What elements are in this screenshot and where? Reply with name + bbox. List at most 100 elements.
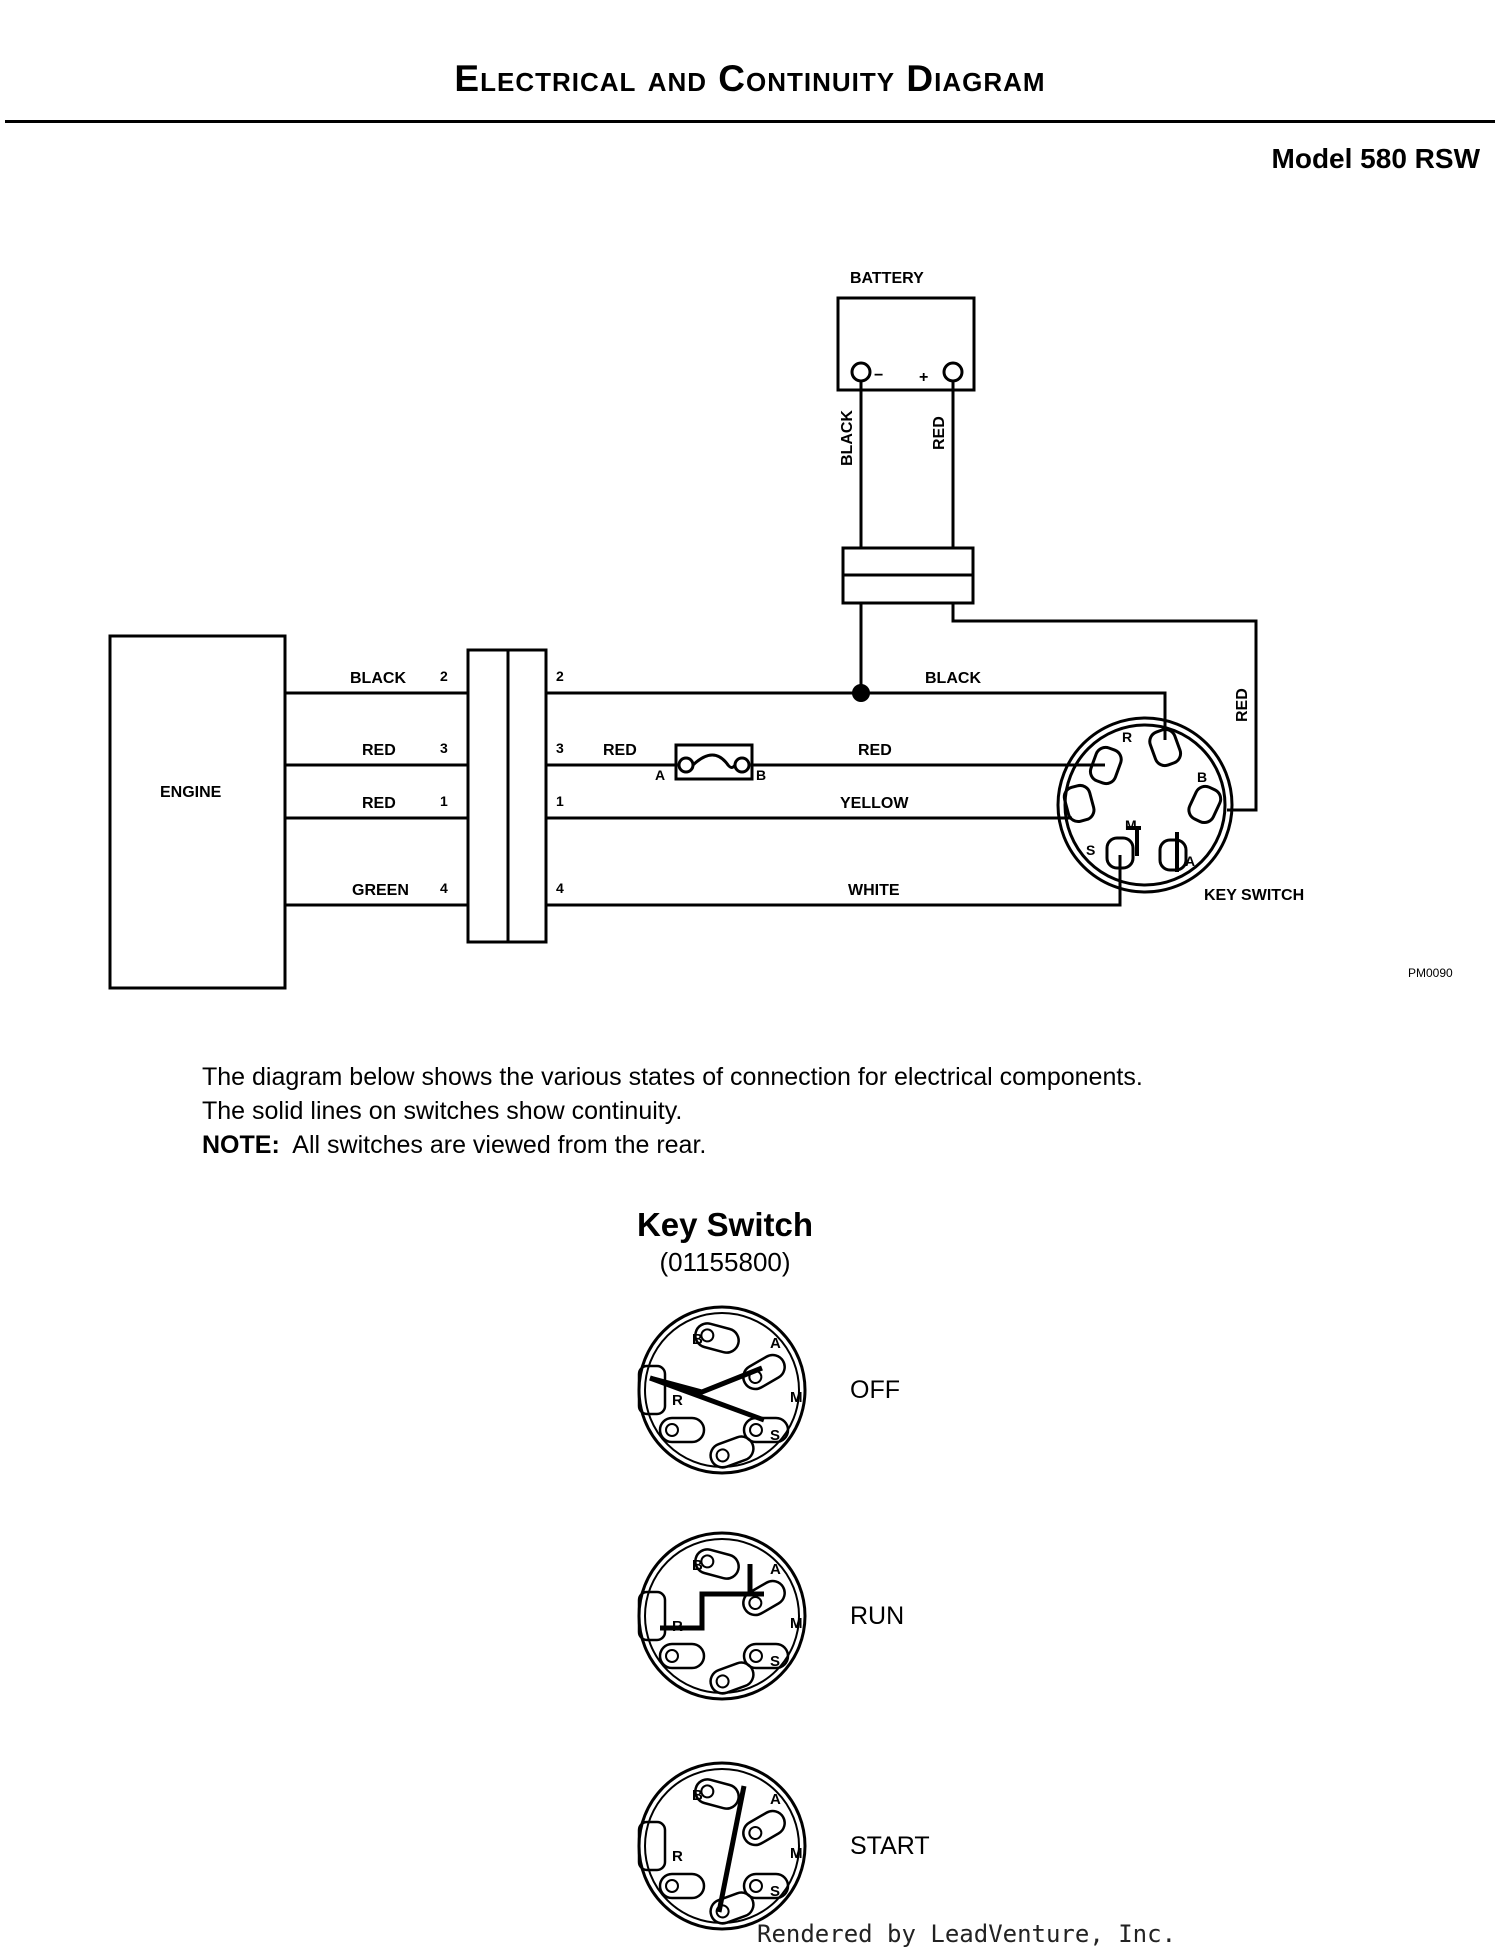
key-switch-terminal <box>1187 784 1223 825</box>
terminal-screw <box>700 1554 715 1569</box>
switch-terminal-label: M <box>790 1615 803 1632</box>
switch-feed-wire-label: RED <box>1234 688 1251 722</box>
page-title: Electrical and Continuity Diagram <box>454 58 1046 99</box>
switch-terminal-label: A <box>770 1561 781 1578</box>
harness-wire-pin: 3 <box>556 740 564 756</box>
switch-terminal <box>658 1642 706 1670</box>
battery-neg-sign: − <box>874 367 883 384</box>
switch-terminal-side <box>637 1590 667 1642</box>
key-switch-terminal <box>1062 783 1096 824</box>
harness-wire-pin: 2 <box>556 668 564 684</box>
switch-terminal-label: S <box>770 1653 780 1670</box>
switch-terminal <box>742 1353 786 1391</box>
engine-wire-color: GREEN <box>352 882 409 899</box>
engine-wire-color: RED <box>362 795 396 812</box>
switch-terminal-label: S <box>770 1427 780 1444</box>
harness-wire-color: WHITE <box>848 882 900 899</box>
battery-box <box>836 296 976 392</box>
battery-black-wire-label: BLACK <box>839 410 856 466</box>
title-rule <box>5 120 1495 123</box>
terminal-screw <box>748 1826 763 1840</box>
battery-red-wire-label: RED <box>931 416 948 450</box>
switch-terminal-label: A <box>1185 853 1195 869</box>
switch-terminal <box>709 1435 755 1469</box>
switch-terminal-label: M <box>790 1389 803 1406</box>
switch-terminal <box>658 1416 706 1444</box>
state-label-off: OFF <box>850 1376 900 1404</box>
red-switch-feed <box>951 603 1258 812</box>
switch-terminal <box>658 1872 706 1900</box>
battery-label: BATTERY <box>850 270 924 287</box>
engine-wire-pin: 1 <box>440 793 448 809</box>
note-line: NOTE: All switches are viewed from the r… <box>202 1128 1143 1162</box>
switch-terminal <box>694 1322 740 1354</box>
key-switch-body <box>1056 716 1234 894</box>
switch-terminal-label: S <box>770 1883 780 1900</box>
terminal-screw <box>665 1879 679 1893</box>
note-line: The solid lines on switches show continu… <box>202 1097 683 1125</box>
engine-wire-pin: 4 <box>440 880 448 896</box>
key-switch-terminal <box>1088 745 1123 786</box>
harness-wire-color: YELLOW <box>840 795 909 812</box>
note-text: All switches are viewed from the rear. <box>292 1131 707 1159</box>
engine-wire-color: BLACK <box>350 670 406 687</box>
terminal-screw <box>748 1596 763 1610</box>
terminal-screw <box>749 1423 763 1437</box>
battery-pos-terminal <box>942 361 964 383</box>
note-label: NOTE: <box>202 1131 280 1159</box>
switch-terminal <box>694 1778 740 1810</box>
continuity-line <box>716 1785 747 1913</box>
key-switch-title: Key Switch <box>636 1206 814 1243</box>
switch-terminal-label: B <box>692 1331 703 1348</box>
switch-terminal-label: M <box>790 1845 803 1862</box>
switch-terminal <box>742 1579 786 1617</box>
harness-wire-color: RED <box>858 742 892 759</box>
switch-terminal-label: A <box>770 1335 781 1352</box>
terminal-screw <box>749 1879 763 1893</box>
switch-terminal-label: R <box>672 1848 683 1865</box>
engine-wire-pin: 2 <box>440 668 448 684</box>
switch-terminal-label: B <box>692 1787 703 1804</box>
rendered-by-footer: Rendered by LeadVenture, Inc. <box>757 1920 1177 1948</box>
engine-label: ENGINE <box>160 784 222 801</box>
switch-terminal <box>742 1809 786 1847</box>
battery-pos-sign: + <box>919 369 928 386</box>
switch-terminal-label: S <box>1086 842 1095 858</box>
switch-terminal-label: A <box>770 1791 781 1808</box>
switch-terminal-side <box>637 1364 667 1416</box>
switch-terminal <box>694 1548 740 1580</box>
fuse-b-label: B <box>756 767 766 783</box>
key-switch-terminal <box>1148 727 1183 768</box>
key-switch-part-number: (01155800) <box>659 1247 791 1277</box>
diagram-code: PM0090 <box>1408 966 1453 980</box>
switch-terminal <box>709 1661 755 1695</box>
key-switch-terminal <box>1158 838 1188 872</box>
switch-terminal-side <box>637 1820 667 1872</box>
black-ground-wire <box>546 691 1167 740</box>
switch-terminal-label: M <box>1125 817 1137 833</box>
engine-wire-pin: 3 <box>440 740 448 756</box>
switch-terminal <box>742 1416 790 1444</box>
fuse <box>674 743 754 781</box>
continuity-line <box>660 1564 753 1631</box>
terminal-screw <box>665 1649 679 1663</box>
note-line: The diagram below shows the various stat… <box>202 1063 1143 1091</box>
terminal-screw <box>715 1448 730 1463</box>
switch-terminal <box>742 1872 790 1900</box>
key-switch-terminal <box>1105 836 1135 870</box>
harness-wire-pin: 1 <box>556 793 564 809</box>
engine-wire-color: RED <box>362 742 396 759</box>
terminal-screw <box>700 1784 715 1799</box>
terminal-screw <box>715 1674 730 1689</box>
notes-block: The diagram below shows the various stat… <box>202 1060 1143 1162</box>
switch-terminal-label: R <box>1122 729 1132 745</box>
terminal-screw <box>665 1423 679 1437</box>
fuse-a-label: A <box>655 767 665 783</box>
white-wire <box>546 855 1122 907</box>
switch-terminal-label: B <box>692 1557 703 1574</box>
switch-terminal <box>742 1642 790 1670</box>
engine-box <box>108 634 287 990</box>
model-label: Model 580 RSW <box>1271 143 1480 174</box>
terminal-screw <box>700 1328 715 1343</box>
